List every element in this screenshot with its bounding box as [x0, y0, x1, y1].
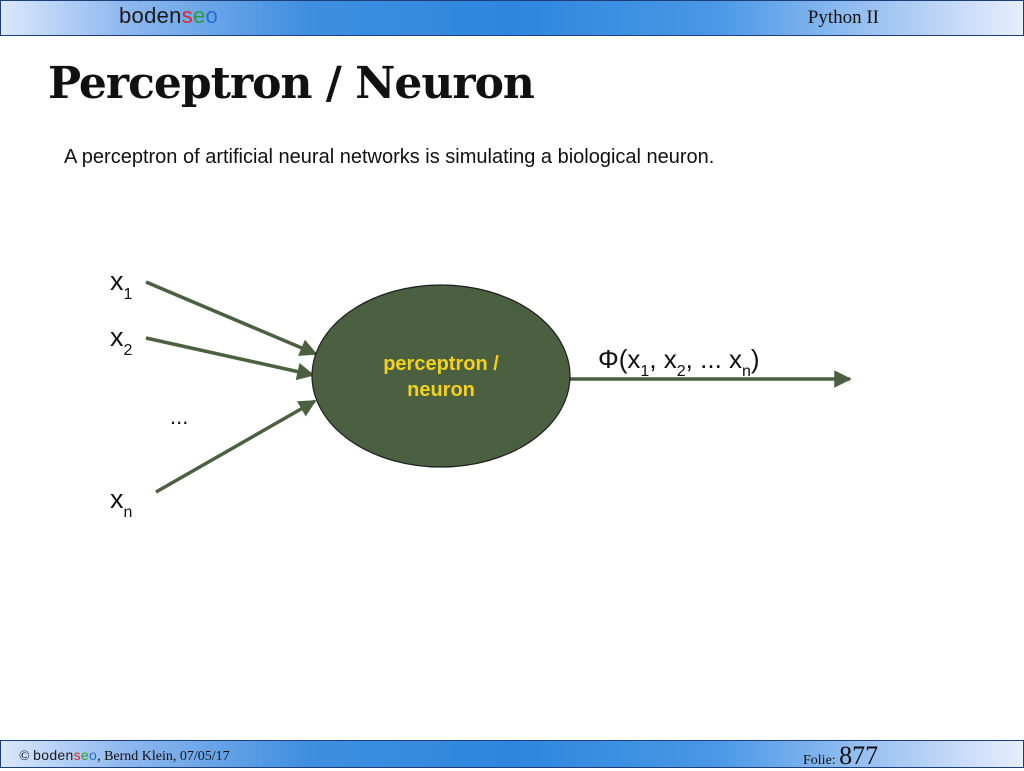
footer-bar: © bodenseo, Bernd Klein, 07/05/17 Folie:…	[0, 740, 1024, 770]
input-label-x1: x1	[110, 266, 133, 303]
input-label-x2: x2	[110, 322, 133, 359]
neuron-node	[311, 284, 571, 468]
input-ellipsis: ...	[170, 404, 188, 429]
slide-number: Folie: 877	[803, 741, 879, 770]
input-arrow-x2	[145, 336, 315, 381]
neuron-label-line1: perceptron /	[383, 353, 499, 375]
bodenseo-logo: bodenseo	[119, 3, 219, 28]
slide-title: Perceptron / Neuron	[48, 58, 535, 109]
input-arrow-x1	[145, 280, 318, 356]
slide-number-value: 877	[839, 741, 879, 770]
footer-logo: bodenseo	[33, 747, 98, 763]
input-label-xn: xn	[110, 484, 132, 521]
input-arrow-xn	[155, 399, 317, 494]
header-bar: bodenseo Python II	[0, 0, 1024, 36]
course-title: Python II	[807, 7, 879, 28]
neuron-label-line2: neuron	[407, 379, 475, 401]
slide-subtitle: A perceptron of artificial neural networ…	[64, 146, 715, 168]
output-label: Φ(x1, x2, ... xn)	[598, 344, 760, 380]
footer-credit: © bodenseo, Bernd Klein, 07/05/17	[19, 747, 230, 764]
